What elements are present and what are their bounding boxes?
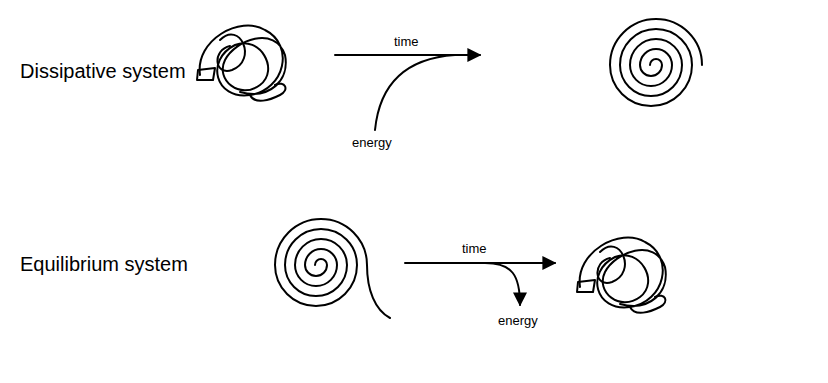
energy-input [375, 55, 455, 130]
spiral [610, 19, 702, 106]
energy-output [485, 263, 520, 305]
time-arrow [335, 54, 480, 56]
axis-label: time [394, 35, 419, 50]
energy-label: energy [498, 314, 538, 329]
tangle [577, 238, 666, 313]
spiral [275, 219, 390, 318]
system-label: Dissipative system [20, 60, 186, 83]
tangle [197, 26, 286, 101]
energy-label: energy [352, 136, 392, 151]
system-label: Equilibrium system [20, 253, 188, 276]
time-arrow [405, 262, 555, 264]
axis-label: time [462, 242, 487, 257]
